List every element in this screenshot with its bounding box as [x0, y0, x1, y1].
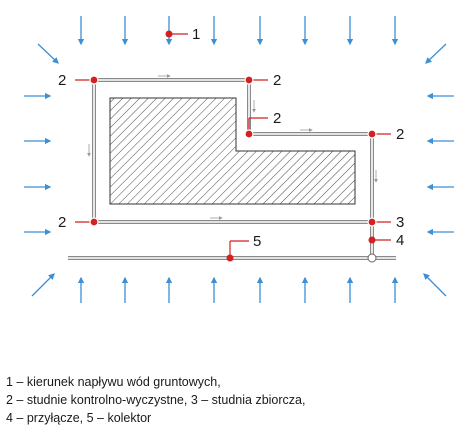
wells	[89, 30, 377, 262]
label-5: 5	[253, 233, 261, 250]
inspection-well	[244, 129, 254, 139]
marker-point	[165, 30, 173, 38]
flow-direction-marks	[87, 74, 378, 220]
inspection-well	[89, 217, 99, 227]
inflow-arrow	[425, 43, 447, 64]
groundwater-inflow-arrows	[24, 16, 454, 303]
inflow-arrow	[31, 273, 55, 297]
label-2: 2	[396, 126, 404, 143]
inflow-arrow	[37, 43, 59, 64]
inflow-arrow	[423, 273, 447, 297]
collector-junction	[367, 253, 377, 263]
inspection-well	[244, 75, 254, 85]
legend-line: 2 – studnie kontrolno-wyczystne, 3 – stu…	[6, 393, 306, 407]
label-2: 2	[273, 72, 281, 89]
label-1: 1	[192, 26, 200, 43]
collecting-well	[367, 217, 377, 227]
legend-line: 1 – kierunek napływu wód gruntowych,	[6, 375, 221, 389]
inspection-well	[89, 75, 99, 85]
label-2: 2	[58, 72, 66, 89]
label-2: 2	[58, 214, 66, 231]
legend-line: 4 – przyłącze, 5 – kolektor	[6, 411, 152, 425]
drainage-diagram: 1 2 2 2 2 2 3 4 5	[24, 16, 454, 303]
label-2: 2	[273, 110, 281, 127]
label-4: 4	[396, 232, 404, 249]
inspection-well	[367, 129, 377, 139]
label-3: 3	[396, 214, 404, 231]
marker-point	[226, 254, 234, 262]
legend: 1 – kierunek napływu wód gruntowych, 2 –…	[6, 373, 458, 427]
marker-point	[368, 236, 376, 244]
building-footprint	[109, 97, 356, 205]
